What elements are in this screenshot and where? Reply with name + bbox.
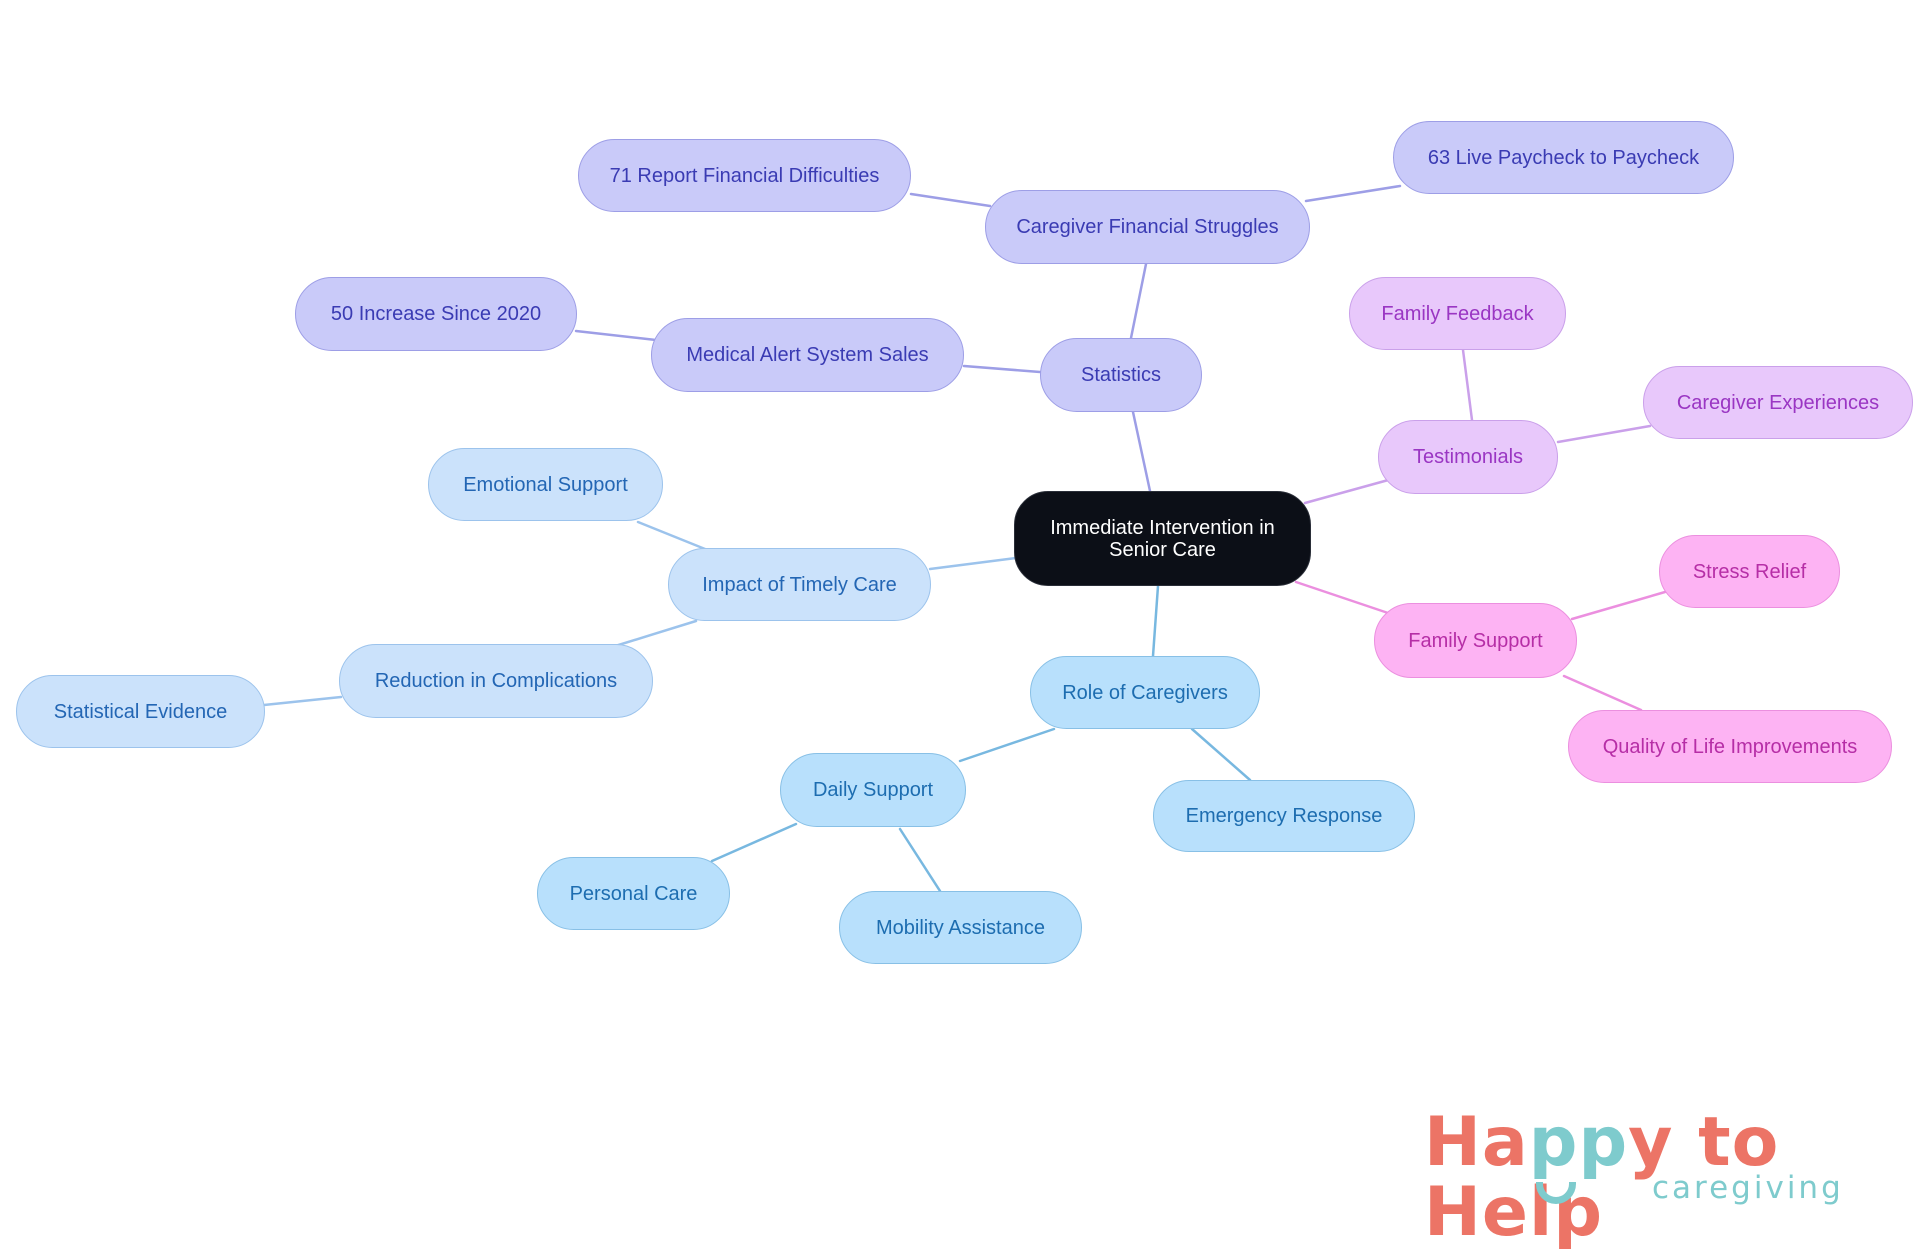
node-label: Role of Caregivers <box>1062 681 1228 704</box>
node-personal-care[interactable]: Personal Care <box>537 857 730 930</box>
node-role-of-caregivers[interactable]: Role of Caregivers <box>1030 656 1260 729</box>
node-label: Reduction in Complications <box>374 670 618 692</box>
node-label: Family Feedback <box>1381 302 1534 325</box>
node-impact-of-timely-care[interactable]: Impact of Timely Care <box>668 548 931 621</box>
node-label: 63 Live Paycheck to Paycheck <box>1427 146 1700 169</box>
node-label: Personal Care <box>569 882 698 905</box>
node-mobility-assistance[interactable]: Mobility Assistance <box>839 891 1082 964</box>
node-quality-of-life-improvements[interactable]: Quality of Life Improvements <box>1568 710 1892 783</box>
node-label: Stress Relief <box>1692 560 1807 583</box>
brand-logo: Happy to Help caregiving <box>1424 1108 1904 1248</box>
node-label: Family Support <box>1408 629 1543 652</box>
node-71-report-financial-difficulties[interactable]: 71 Report Financial Difficulties <box>578 139 911 212</box>
node-label: Daily Support <box>812 779 934 801</box>
node-stress-relief[interactable]: Stress Relief <box>1659 535 1840 608</box>
logo-wordmark: Happy to Help <box>1424 1108 1904 1248</box>
node-label: 50 Increase Since 2020 <box>330 303 542 325</box>
node-label: Emotional Support <box>463 473 628 496</box>
node-label: Mobility Assistance <box>876 916 1045 939</box>
node-emergency-response[interactable]: Emergency Response <box>1153 780 1415 852</box>
logo-tagline: caregiving <box>1652 1170 1844 1206</box>
node-statistical-evidence[interactable]: Statistical Evidence <box>16 675 265 748</box>
node-label: 71 Report Financial Difficulties <box>609 164 880 187</box>
node-label: Quality of Life Improvements <box>1602 735 1858 758</box>
node-label: Impact of Timely Care <box>702 573 897 596</box>
node-label: Emergency Response <box>1185 805 1383 827</box>
logo-text-ha: Ha <box>1424 1103 1529 1182</box>
node-family-feedback[interactable]: Family Feedback <box>1349 277 1566 350</box>
node-50-increase-since-2020[interactable]: 50 Increase Since 2020 <box>295 277 577 351</box>
logo-text-pp: pp <box>1528 1103 1629 1182</box>
node-reduction-in-complications[interactable]: Reduction in Complications <box>339 644 653 718</box>
node-medical-alert-system-sales[interactable]: Medical Alert System Sales <box>651 318 964 392</box>
node-label: Statistical Evidence <box>53 700 228 723</box>
node-label: Testimonials <box>1412 446 1524 468</box>
node-testimonials[interactable]: Testimonials <box>1378 420 1558 494</box>
root-node[interactable]: Immediate Intervention in Senior Care <box>1014 491 1311 586</box>
node-caregiver-experiences[interactable]: Caregiver Experiences <box>1643 366 1913 439</box>
node-statistics[interactable]: Statistics <box>1040 338 1202 412</box>
node-caregiver-financial-struggles[interactable]: Caregiver Financial Struggles <box>985 190 1310 264</box>
node-family-support[interactable]: Family Support <box>1374 603 1577 678</box>
node-emotional-support[interactable]: Emotional Support <box>428 448 663 521</box>
node-label: Statistics <box>1080 364 1162 386</box>
root-node-label: Immediate Intervention in Senior Care <box>1050 516 1275 561</box>
node-label: Medical Alert System Sales <box>686 344 929 366</box>
node-label: Caregiver Experiences <box>1676 391 1880 414</box>
node-63-live-paycheck-to-paycheck[interactable]: 63 Live Paycheck to Paycheck <box>1393 121 1734 194</box>
smile-icon <box>1536 1182 1576 1204</box>
node-label: Caregiver Financial Struggles <box>1016 216 1279 238</box>
connector-lines <box>262 184 1667 893</box>
node-daily-support[interactable]: Daily Support <box>780 753 966 827</box>
